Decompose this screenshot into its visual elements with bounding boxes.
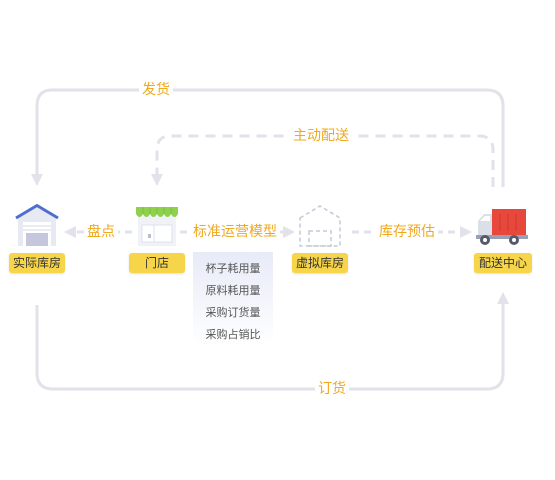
warehouse-icon [15, 204, 59, 246]
delivery-truck-icon [476, 209, 528, 245]
metric-item: 采购订货量 [205, 306, 261, 319]
metric-item: 杯子耗用量 [205, 262, 261, 275]
active-dispatch-connector [151, 134, 495, 187]
virtual-warehouse-icon [299, 205, 341, 247]
order-connector [35, 292, 509, 391]
ship-label: 发货 [139, 81, 173, 99]
virtual-warehouse-label: 虚拟库房 [292, 253, 348, 273]
inventory-forecast-label: 库存预估 [376, 223, 438, 241]
standard-model-label: 标准运营模型 [190, 223, 280, 241]
store-label: 门店 [129, 253, 185, 273]
order-label: 订货 [315, 380, 349, 398]
metric-item: 原料耗用量 [205, 284, 261, 297]
active-dispatch-label: 主动配送 [290, 127, 352, 145]
ship-connector [31, 88, 505, 187]
storefront-icon [136, 207, 178, 246]
stocktake-label: 盘点 [84, 223, 118, 241]
metric-item: 采购占销比 [205, 328, 261, 341]
physical-warehouse-label: 实际库房 [9, 253, 65, 273]
model-metrics-panel: 杯子耗用量 原料耗用量 采购订货量 采购占销比 [193, 252, 273, 346]
distribution-center-label: 配送中心 [474, 253, 532, 273]
